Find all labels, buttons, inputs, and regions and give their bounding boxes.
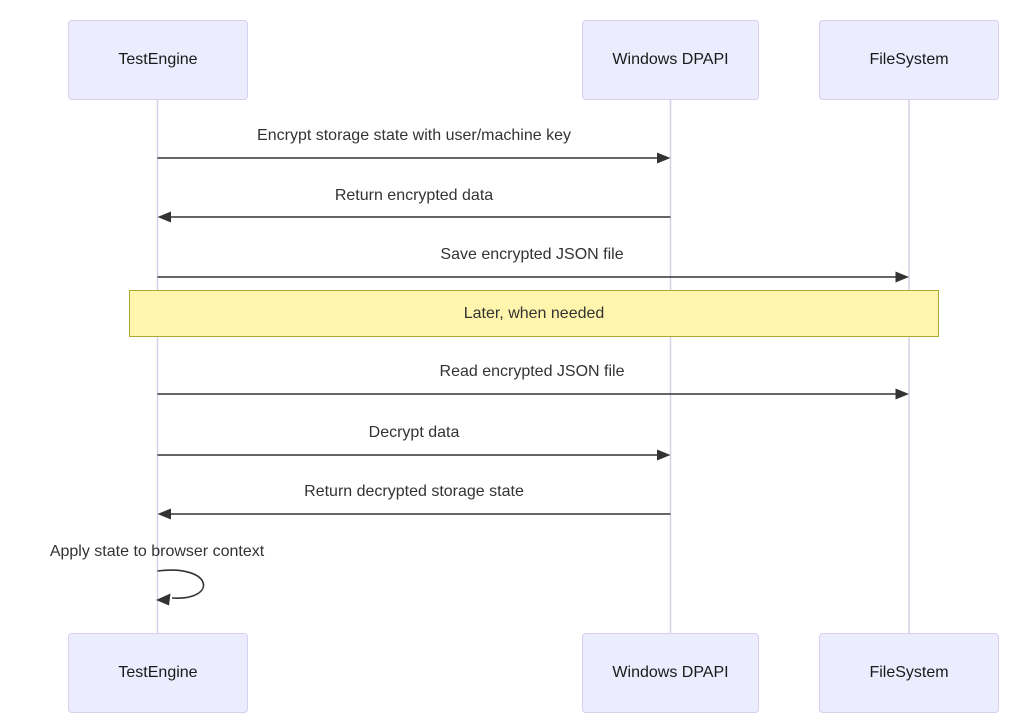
actor-top-testengine: TestEngine (68, 20, 248, 100)
actor-label: TestEngine (118, 51, 198, 68)
arrow-encrypt-storage-state (157, 152, 671, 164)
arrow-return-decrypted-state (157, 508, 671, 520)
message-label-apply-state-self: Apply state to browser context (49, 543, 265, 560)
arrow-decrypt-data (157, 449, 671, 461)
actor-label: Windows DPAPI (612, 664, 729, 681)
actor-label: Windows DPAPI (612, 51, 729, 68)
actor-label: FileSystem (869, 664, 949, 681)
arrow-read-encrypted-json (157, 388, 909, 400)
arrow-self-loop-apply-state (156, 569, 205, 606)
arrow-save-encrypted-json (157, 271, 909, 283)
message-label-save-encrypted-json: Save encrypted JSON file (440, 246, 624, 263)
message-label-encrypt-storage-state: Encrypt storage state with user/machine … (257, 127, 571, 144)
note-later-when-needed: Later, when needed (129, 290, 939, 337)
message-label-decrypt-data: Decrypt data (368, 424, 460, 441)
actor-top-filesystem: FileSystem (819, 20, 999, 100)
note-text: Later, when needed (463, 304, 605, 322)
message-label-return-decrypted-state: Return decrypted storage state (304, 483, 524, 500)
actor-bottom-filesystem: FileSystem (819, 633, 999, 713)
actor-label: FileSystem (869, 51, 949, 68)
actor-bottom-testengine: TestEngine (68, 633, 248, 713)
message-label-read-encrypted-json: Read encrypted JSON file (439, 363, 625, 380)
actor-label: TestEngine (118, 664, 198, 681)
actor-top-windows-dpapi: Windows DPAPI (582, 20, 759, 100)
arrow-return-encrypted-data (157, 211, 671, 223)
actor-bottom-windows-dpapi: Windows DPAPI (582, 633, 759, 713)
message-label-return-encrypted-data: Return encrypted data (334, 187, 494, 204)
